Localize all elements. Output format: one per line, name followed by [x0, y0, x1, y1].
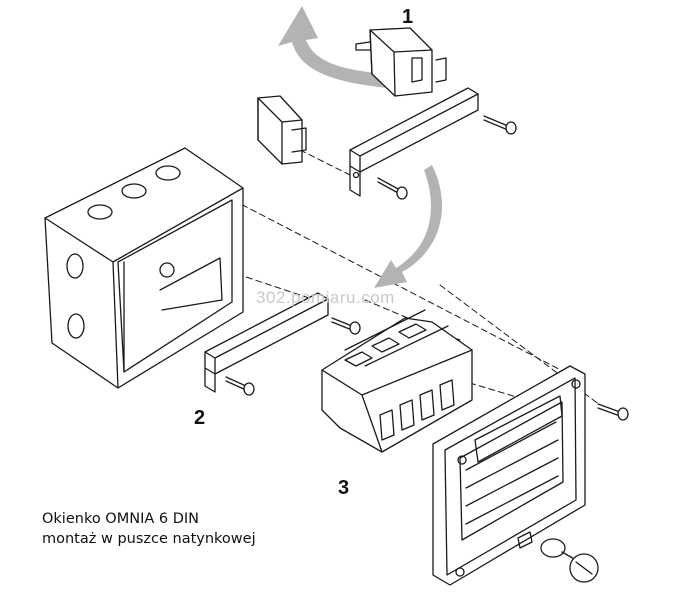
caption-subtitle: montaż w puszce natynkowej: [42, 531, 256, 547]
step-label-3: 3: [338, 477, 350, 499]
curved-arrow-up-icon: [278, 6, 388, 88]
screw-bottom-left: [225, 376, 255, 396]
circuit-breaker-block: [321, 309, 473, 453]
screw-cover: [597, 403, 629, 421]
screw-top-left: [377, 177, 408, 200]
screw-top-right: [483, 115, 517, 135]
step-label-1: 1: [402, 6, 414, 28]
caption-title: Okienko OMNIA 6 DIN: [42, 511, 200, 527]
omnia-window-cover: [432, 365, 586, 586]
cover-piece: [257, 95, 307, 165]
lock-key-icon: [540, 538, 599, 583]
curved-arrow-down-icon: [374, 165, 442, 288]
din-rail-bottom: [204, 292, 329, 393]
watermark: 302.pomiaru.com: [256, 288, 395, 307]
din-clip-part-1: [355, 27, 447, 97]
step-label-2: 2: [194, 407, 206, 429]
screw-bottom-right: [331, 317, 361, 335]
surface-mount-box: [44, 147, 244, 389]
din-rail-top: [349, 87, 479, 197]
